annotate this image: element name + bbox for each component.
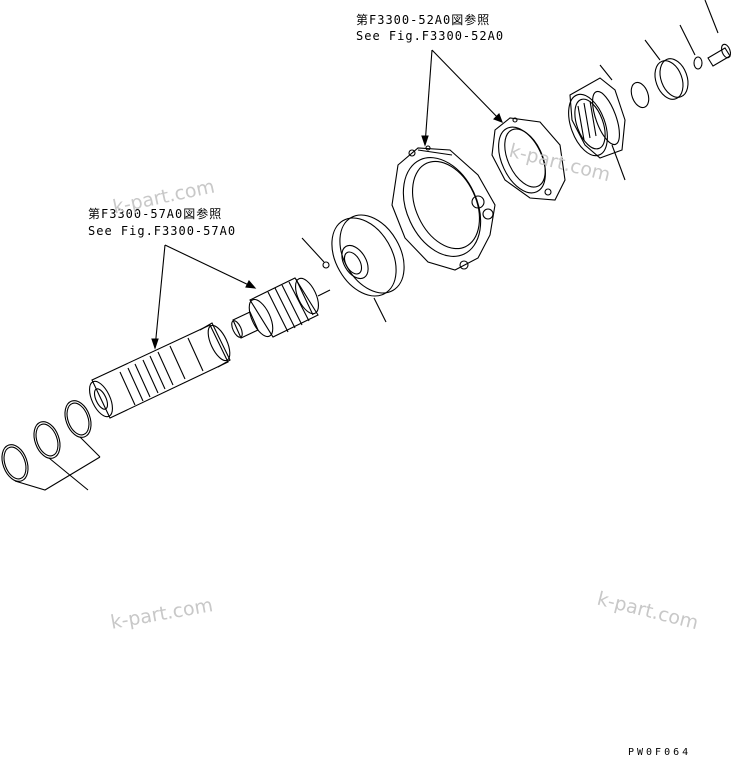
ball-pin [301, 237, 330, 269]
shaft-ref-jp: 第F3300-57A0図参照 [88, 207, 223, 221]
splined-shaft [231, 277, 331, 339]
o-ring-set [1, 400, 101, 491]
small-o-ring [630, 81, 650, 109]
pump-disc [331, 214, 405, 323]
flange-coupling [568, 64, 626, 181]
pump-housing [391, 145, 496, 271]
bolt-and-washer [679, 0, 732, 70]
spool-sleeve [89, 322, 231, 419]
housing-ref-en: See Fig.F3300-52A0 [356, 29, 505, 43]
drawing-code: PW0F064 [628, 747, 692, 758]
gasket-plate [491, 117, 566, 201]
shaft-ref-leaders [151, 244, 257, 350]
washer-plate [644, 39, 689, 100]
housing-ref-leaders [421, 49, 503, 147]
shaft-ref-en: See Fig.F3300-57A0 [88, 224, 237, 238]
housing-ref-jp: 第F3300-52A0図参照 [356, 13, 491, 27]
